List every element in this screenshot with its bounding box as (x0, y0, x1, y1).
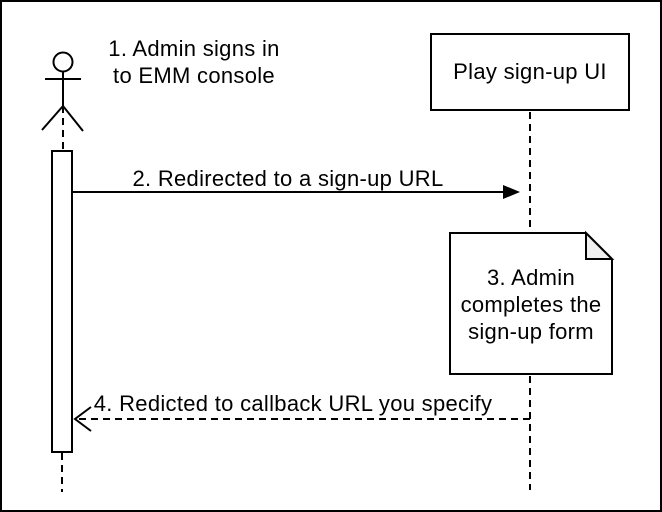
note-outline (449, 232, 613, 375)
message-2-arrow (73, 185, 520, 199)
note-text: 3. Admin completes the sign-up form (460, 264, 602, 344)
filled-arrowhead-icon (503, 185, 520, 199)
actor-leg-left (41, 105, 64, 131)
note-fold-corner (585, 230, 615, 260)
actor-head (52, 51, 74, 73)
participant-play-signup-ui: Play sign-up UI (430, 33, 630, 111)
open-arrowhead-icon (73, 406, 92, 432)
step1-annotation: 1. Admin signs in to EMM console (108, 36, 280, 88)
actor-icon (41, 51, 84, 150)
actor-leg-right (62, 105, 84, 132)
activation-bar (51, 150, 73, 453)
message-4-label: 4. Redicted to callback URL you specify (93, 391, 493, 416)
note-shape (449, 230, 615, 375)
message-4-arrow (73, 406, 530, 432)
message-2-label: 2. Redirected to a sign-up URL (132, 166, 444, 191)
participant-label: Play sign-up UI (453, 59, 607, 84)
